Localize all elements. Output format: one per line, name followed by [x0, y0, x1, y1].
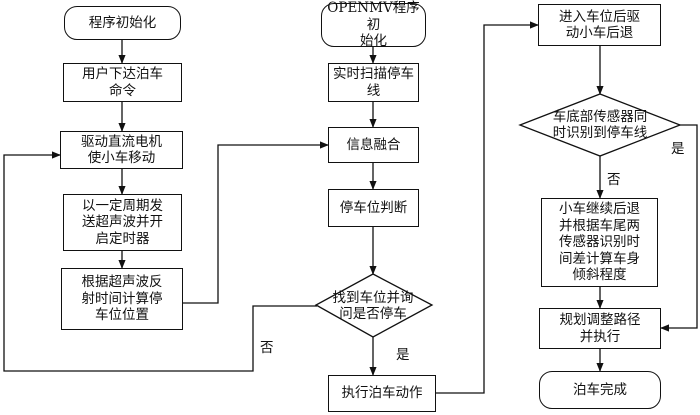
arrow-execute-to-reverse	[436, 21, 539, 394]
user-command-node: 用户下达泊车 命令	[63, 63, 182, 102]
start-node: 程序初始化	[64, 6, 181, 40]
compute-position-node: 根据超声波反 射时间计算停 车位位置	[61, 268, 183, 330]
scan-lines-node: 实时扫描停车 线	[328, 63, 419, 102]
continue-reverse-node: 小车继续后退 并根据车尾两 传感器识别时 间差计算车身 倾斜程度	[541, 198, 658, 287]
plan-path-node: 规划调整路径 并执行	[539, 308, 661, 349]
drive-motor-node: 驱动直流电机 使小车移动	[60, 131, 183, 169]
found-spot-diamond	[314, 273, 434, 338]
no-label-sensors: 否	[607, 172, 621, 188]
arrow-compute-to-fusion	[183, 141, 329, 304]
found-spot-decision-text: 找到车位并询 问是否停车	[332, 289, 414, 322]
arrow-sensors-yes-to-plan	[660, 124, 698, 332]
no-label-found-spot: 否	[260, 340, 274, 356]
execute-parking-node: 执行泊车动作	[328, 375, 436, 412]
info-fusion-node: 信息融合	[328, 127, 419, 163]
arrow-decision-no-to-drive	[3, 151, 317, 372]
sensors-decision-text: 车底部传感器同 时识别到停车线	[552, 108, 648, 141]
yes-label-sensors: 是	[671, 141, 685, 157]
done-node: 泊车完成	[539, 371, 661, 409]
sensors-diamond	[518, 93, 682, 157]
reverse-node: 进入车位后驱 动小车后退	[538, 4, 661, 46]
ultrasonic-timer-node: 以一定周期发 送超声波并开 启定时器	[63, 194, 182, 251]
openmv-init-node: OPENMV程序初 始化	[321, 0, 426, 49]
spot-judge-node: 停车位判断	[328, 189, 419, 227]
yes-label-found-spot: 是	[396, 347, 410, 363]
